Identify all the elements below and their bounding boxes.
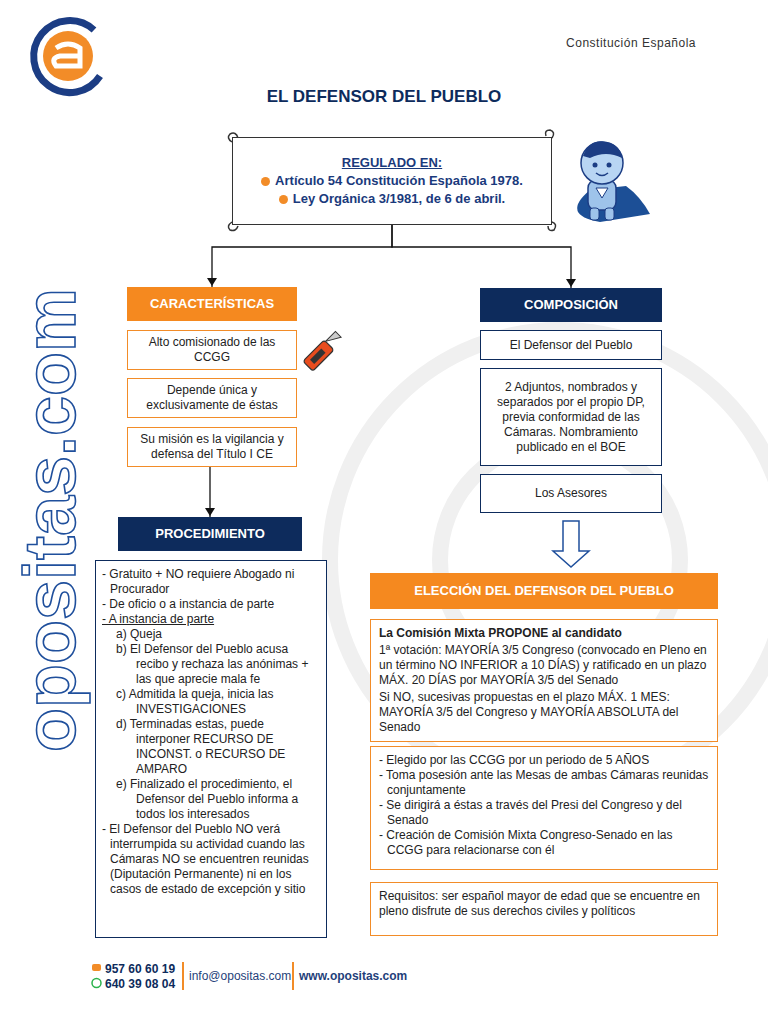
node-text: - Creación de Comisión Mixta Congreso-Se…	[379, 828, 709, 858]
node-text: PROCEDIMIENTO	[124, 526, 296, 542]
block-arrow	[553, 521, 589, 567]
node-text: Su misión es la vigilancia y defensa del…	[134, 432, 290, 462]
node-text: Alto comisionado de las CCGG	[134, 335, 290, 365]
node-text: - De oficio o a instancia de parte	[102, 597, 320, 612]
website-address: www.opositas.com	[299, 969, 407, 983]
node-text: 2 Adjuntos, nombrados y separados por el…	[487, 380, 655, 455]
feature-box: Su misión es la vigilancia y defensa del…	[127, 427, 297, 467]
section-header: ELECCIÓN DEL DEFENSOR DEL PUEBLO	[370, 573, 718, 609]
node-text: Requisitos: ser español mayor de edad qu…	[379, 889, 709, 919]
election-box: - Elegido por las CCGG por un periodo de…	[370, 746, 718, 870]
section-header: PROCEDIMIENTO	[118, 517, 302, 551]
node-text: Los Asesores	[487, 486, 655, 501]
node-text: c) Admitida la queja, inicia las INVESTI…	[102, 687, 320, 717]
connector	[553, 521, 589, 567]
superhero-illustration	[577, 141, 650, 222]
node-text: REGULADO EN:	[239, 154, 545, 172]
node-text: Si NO, sucesivas propuestas en el plazo …	[379, 690, 709, 735]
scroll-curls	[228, 130, 555, 231]
node-text: Ley Orgánica 3/1981, de 6 de abril.	[239, 190, 545, 208]
connector-line	[212, 225, 392, 287]
email-address: info@opositas.com	[189, 969, 291, 983]
vertical-watermark: opositas.com	[14, 288, 86, 752]
diagram-title: EL DEFENSOR DEL PUEBLO	[0, 87, 768, 107]
scroll-box: REGULADO EN:Artículo 54 Constitución Esp…	[232, 137, 552, 225]
node-text: e) Finalizado el procedimiento, el Defen…	[102, 777, 320, 822]
member-box: 2 Adjuntos, nombrados y separados por el…	[480, 368, 662, 466]
node-text: El Defensor del Pueblo	[487, 338, 655, 353]
phone-number: 957 60 60 19	[105, 962, 175, 976]
node-text: ELECCIÓN DEL DEFENSOR DEL PUEBLO	[376, 583, 712, 599]
node-text: a) Queja	[102, 627, 320, 642]
brand-logo	[34, 21, 100, 93]
connector	[205, 467, 215, 517]
requirements-box: Requisitos: ser español mayor de edad qu…	[370, 882, 718, 936]
footer-icons	[92, 962, 293, 990]
member-box: El Defensor del Pueblo	[480, 330, 662, 360]
election-box: La Comisión Mixta PROPONE al candidato 1ª…	[370, 619, 718, 742]
connector-line	[392, 225, 571, 288]
arrow-head	[566, 279, 576, 287]
node-text: - A instancia de parte	[102, 612, 320, 627]
node-text: COMPOSICIÓN	[486, 297, 656, 313]
node-text: 1ª votación: MAYORÍA 3/5 Congreso (convo…	[379, 643, 709, 688]
procedure-box: - Gratuito + NO requiere Abogado ni Proc…	[95, 560, 327, 938]
node-text: Artículo 54 Constitución Española 1978.	[239, 172, 545, 190]
cutter-icon	[303, 330, 344, 371]
node-text: - El Defensor del Pueblo NO verá interru…	[102, 822, 320, 897]
node-text: CARACTERÍSTICAS	[133, 296, 291, 312]
arrow-head	[205, 508, 215, 516]
feature-box: Depende única y exclusivamente de éstas	[127, 378, 297, 418]
node-text: La Comisión Mixta PROPONE al candidato	[379, 626, 709, 641]
node-text: - Gratuito + NO requiere Abogado ni Proc…	[102, 567, 320, 597]
member-box: Los Asesores	[480, 474, 662, 513]
connector	[207, 225, 392, 287]
watermark-logo	[330, 330, 768, 790]
node-text: b) El Defensor del Pueblo acusa recibo y…	[102, 642, 320, 687]
arrow-head	[207, 278, 217, 286]
node-text: - Toma posesión ante las Mesas de ambas …	[379, 768, 709, 798]
node-text: Depende única y exclusivamente de éstas	[134, 383, 290, 413]
section-header: CARACTERÍSTICAS	[127, 287, 297, 321]
connector	[392, 225, 576, 288]
node-text: d) Terminadas estas, puede interponer RE…	[102, 717, 320, 777]
node-text: - Se dirigirá a éstas a través del Presi…	[379, 798, 709, 828]
header-label: Constitución Española	[566, 36, 696, 50]
section-header: COMPOSICIÓN	[480, 288, 662, 322]
phone-number: 640 39 08 04	[105, 977, 175, 991]
node-text: - Elegido por las CCGG por un periodo de…	[379, 753, 709, 768]
feature-box: Alto comisionado de las CCGG	[127, 330, 297, 370]
